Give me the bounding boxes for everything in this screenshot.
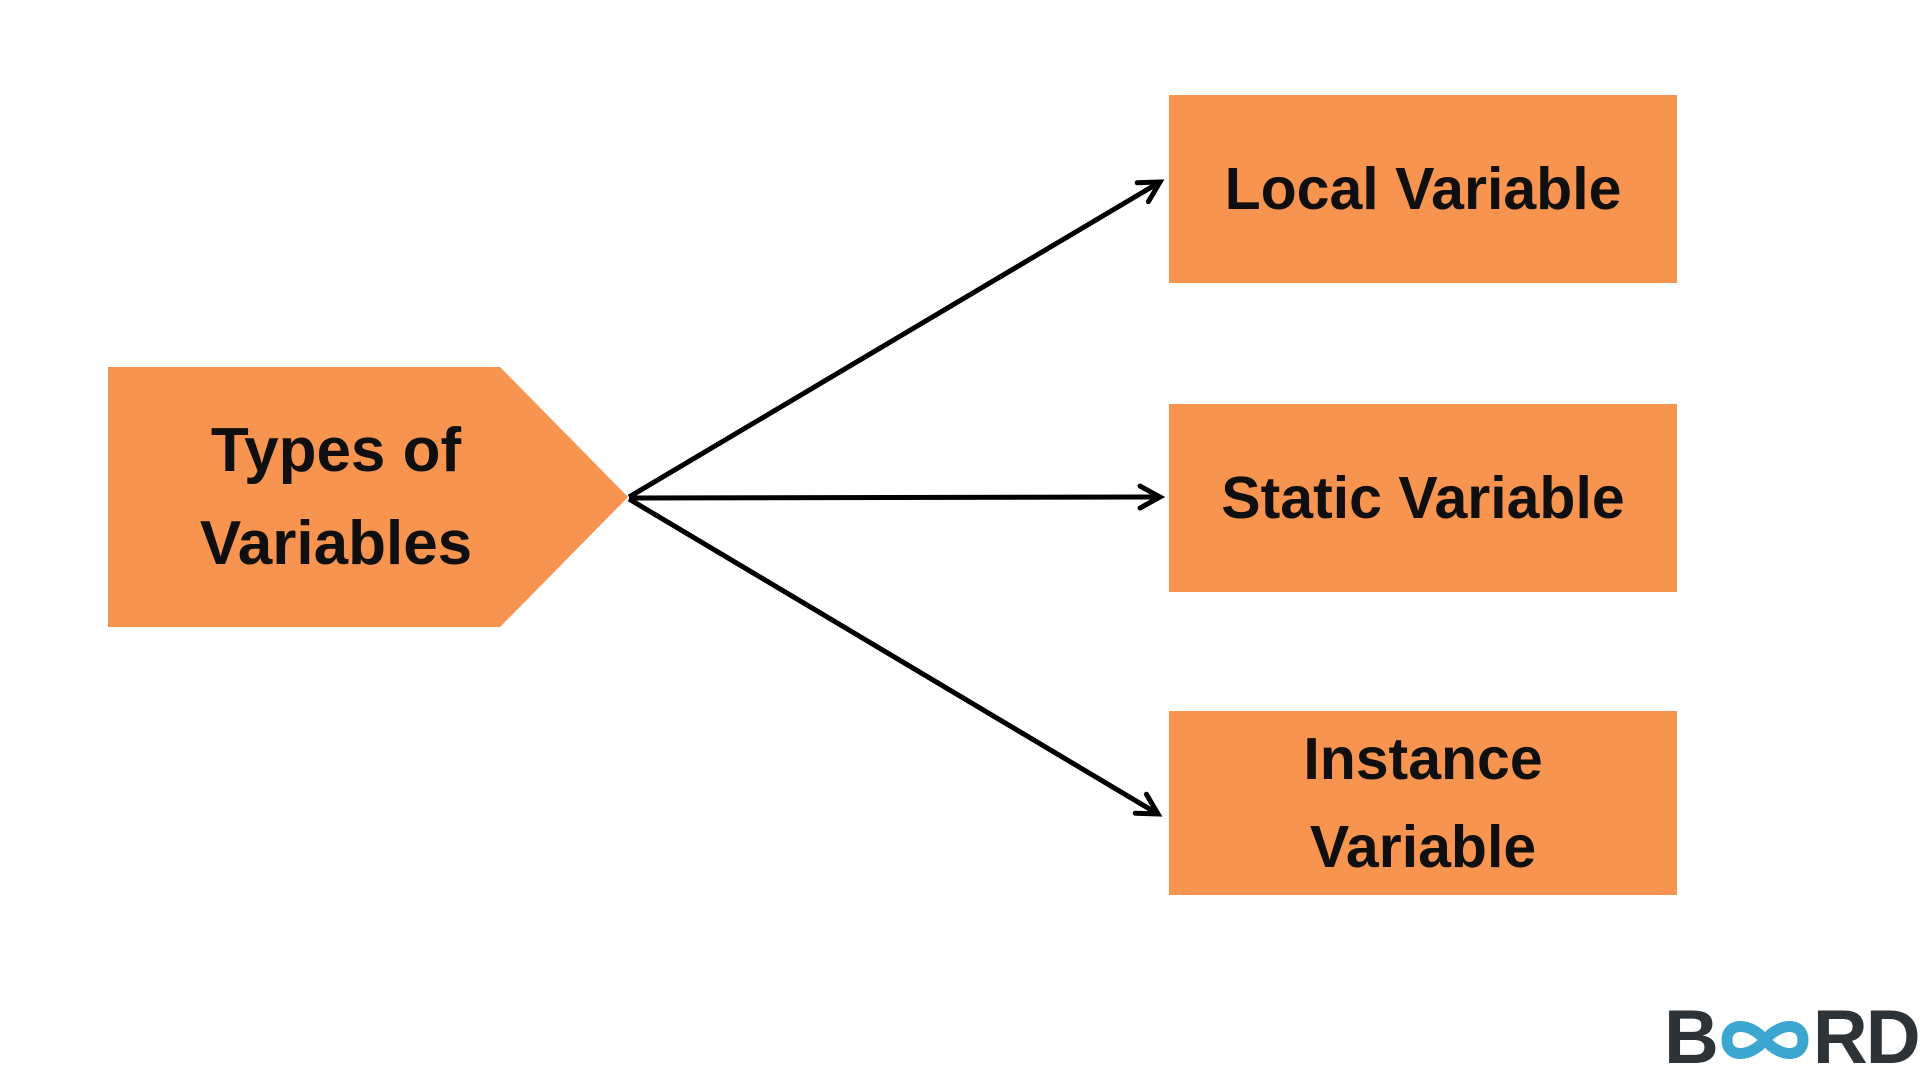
arrow-to-local-variable bbox=[627, 179, 1165, 500]
logo-letters-rd: RD bbox=[1812, 994, 1920, 1080]
node-label: Local Variable bbox=[1224, 155, 1622, 222]
node-label: Instance Variable bbox=[1303, 725, 1543, 881]
root-node-label: Types of Variables bbox=[199, 416, 473, 578]
infinity-oo-icon bbox=[1721, 1021, 1809, 1059]
board-logo: B RD bbox=[1664, 995, 1920, 1080]
node-label: Static Variable bbox=[1221, 464, 1625, 531]
arrow-to-static-variable bbox=[628, 483, 1166, 511]
node-static-variable: Static Variable bbox=[1169, 404, 1677, 592]
node-instance-variable: Instance Variable bbox=[1169, 711, 1677, 895]
root-node-types-of-variables: Types of Variables bbox=[108, 367, 628, 627]
logo-letter-b: B bbox=[1664, 994, 1719, 1080]
node-local-variable: Local Variable bbox=[1169, 95, 1677, 283]
arrow-to-instance-variable bbox=[627, 496, 1163, 817]
